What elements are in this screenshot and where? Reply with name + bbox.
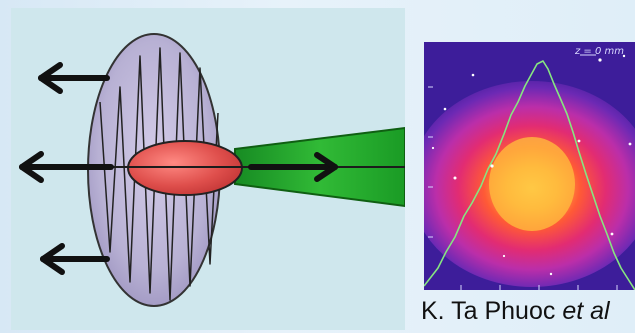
measurement-image-svg: z = 0 mm — [424, 42, 635, 290]
left-arrow-icon — [40, 243, 110, 275]
image-label: z = 0 mm — [574, 46, 624, 57]
diagram-svg — [19, 33, 405, 307]
citation-author: K. Ta Phuoc — [421, 297, 556, 325]
image-ticks — [428, 86, 618, 290]
laser-wave-lines — [99, 47, 219, 301]
bright-core — [489, 137, 575, 231]
right-arrow-icon — [248, 152, 338, 182]
profile-line — [424, 60, 635, 290]
left-arrow-icon — [38, 62, 110, 94]
citation-text: K. Ta Phuoc et al — [421, 296, 635, 326]
measurement-image-panel: z = 0 mm — [424, 42, 635, 290]
laser-plasma-diagram — [11, 8, 405, 330]
speckles — [431, 54, 632, 276]
citation-etal: et al — [562, 297, 610, 325]
left-arrow-icon — [19, 151, 114, 183]
